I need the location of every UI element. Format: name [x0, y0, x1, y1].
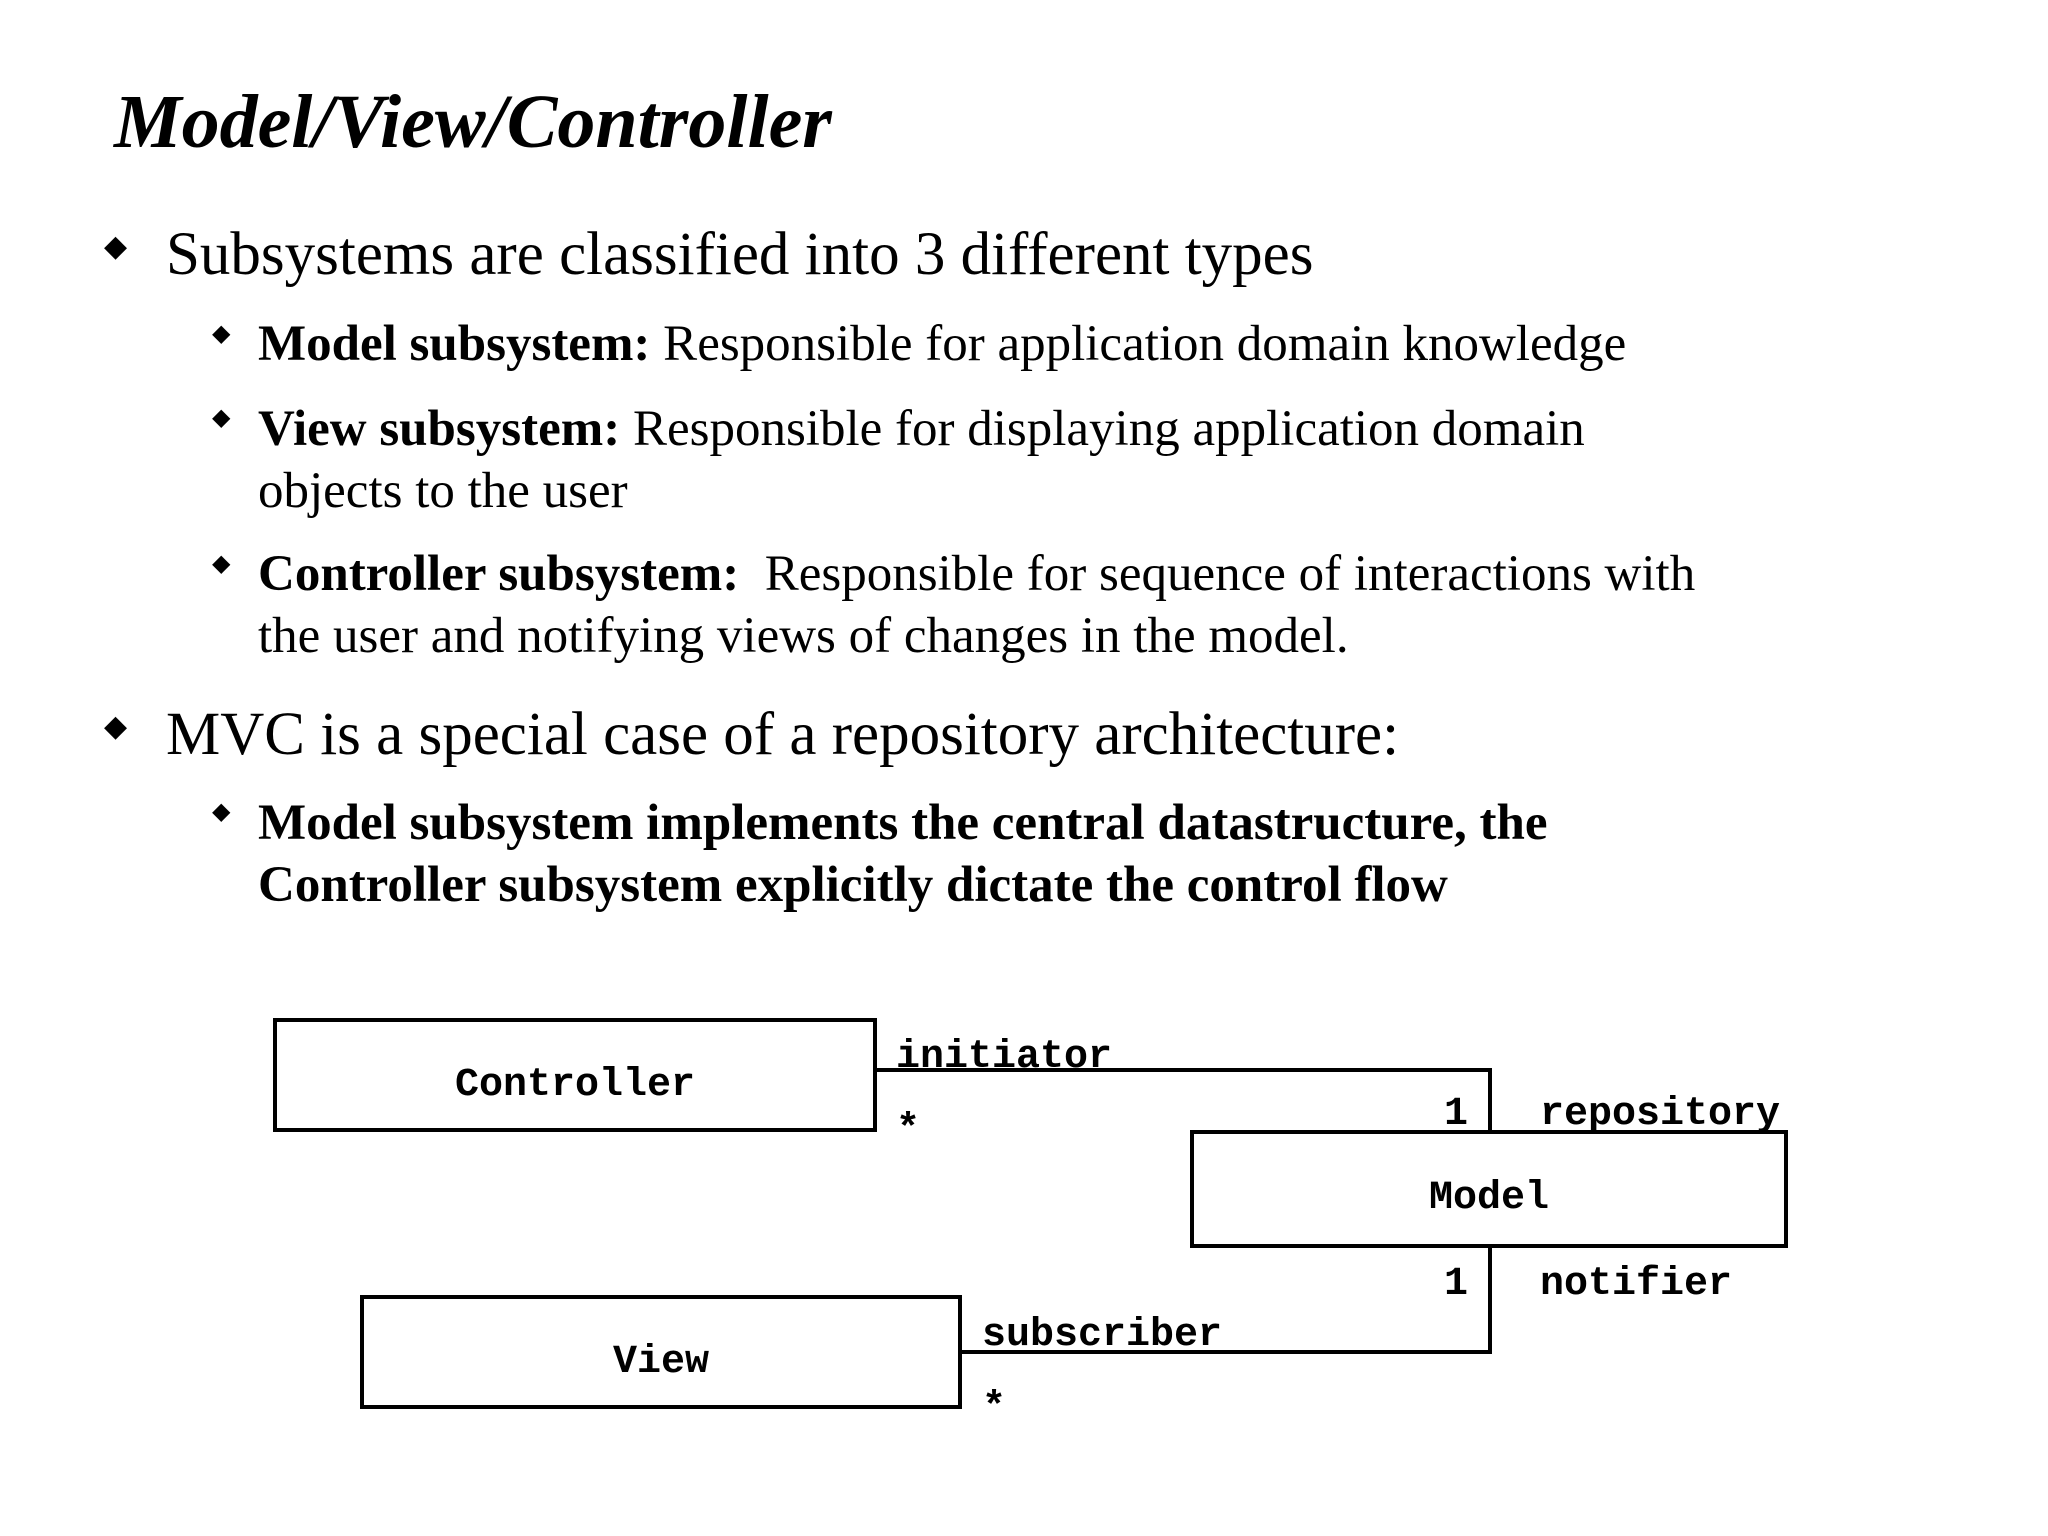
diamond-bullet-icon: ◆ — [212, 405, 231, 431]
sub-bullet-line: Model subsystem implements the central d… — [258, 795, 1548, 851]
sub-bullet-description: Responsible for displaying application d… — [620, 401, 1585, 457]
repository-multiplicity: 1 — [1444, 1092, 1468, 1137]
controller-model-association — [875, 1068, 1492, 1132]
sub-bullet-text: Model subsystem implements the central d… — [258, 792, 1547, 916]
model-view-association — [960, 1246, 1492, 1354]
sub-bullet-term: View subsystem: — [258, 401, 621, 457]
sub-bullet-text: Model subsystem: Responsible for applica… — [258, 313, 1626, 375]
controller-multiplicity: * — [896, 1108, 920, 1153]
sub-bullet-description: Responsible for sequence of interactions… — [739, 546, 1696, 602]
initiator-role-label: initiator — [896, 1035, 1112, 1080]
diamond-bullet-icon: ◆ — [104, 710, 128, 743]
sub-bullet-description-cont: the user and notifying views of changes … — [258, 608, 1349, 664]
diamond-bullet-icon: ◆ — [212, 321, 231, 347]
bullet-text: Subsystems are classified into 3 differe… — [166, 221, 1314, 288]
sub-bullet-description-cont: objects to the user — [258, 463, 628, 519]
bullet-text: MVC is a special case of a repository ar… — [166, 701, 1400, 768]
sub-bullet-term: Model subsystem: — [258, 316, 651, 372]
controller-class-name: Controller — [455, 1063, 695, 1108]
slide-title: Model/View/Controller — [114, 80, 832, 164]
sub-bullet-line: Controller subsystem explicitly dictate … — [258, 857, 1448, 913]
subscriber-role-label: subscriber — [982, 1313, 1222, 1358]
controller-class-box — [273, 1018, 877, 1132]
view-class-name: View — [613, 1340, 709, 1385]
sub-bullet-text: View subsystem: Responsible for displayi… — [258, 398, 1585, 522]
sub-bullet-text: Controller subsystem: Responsible for se… — [258, 543, 1695, 667]
notifier-role-label: notifier — [1540, 1262, 1732, 1307]
notifier-multiplicity: 1 — [1444, 1262, 1468, 1307]
view-multiplicity: * — [982, 1386, 1006, 1431]
sub-bullet-term: Controller subsystem: — [258, 546, 740, 602]
sub-bullet-description: Responsible for application domain knowl… — [650, 316, 1627, 372]
diamond-bullet-icon: ◆ — [212, 799, 231, 825]
model-class-name: Model — [1429, 1176, 1549, 1221]
diamond-bullet-icon: ◆ — [104, 230, 128, 263]
diamond-bullet-icon: ◆ — [212, 551, 231, 577]
repository-role-label: repository — [1540, 1092, 1780, 1137]
